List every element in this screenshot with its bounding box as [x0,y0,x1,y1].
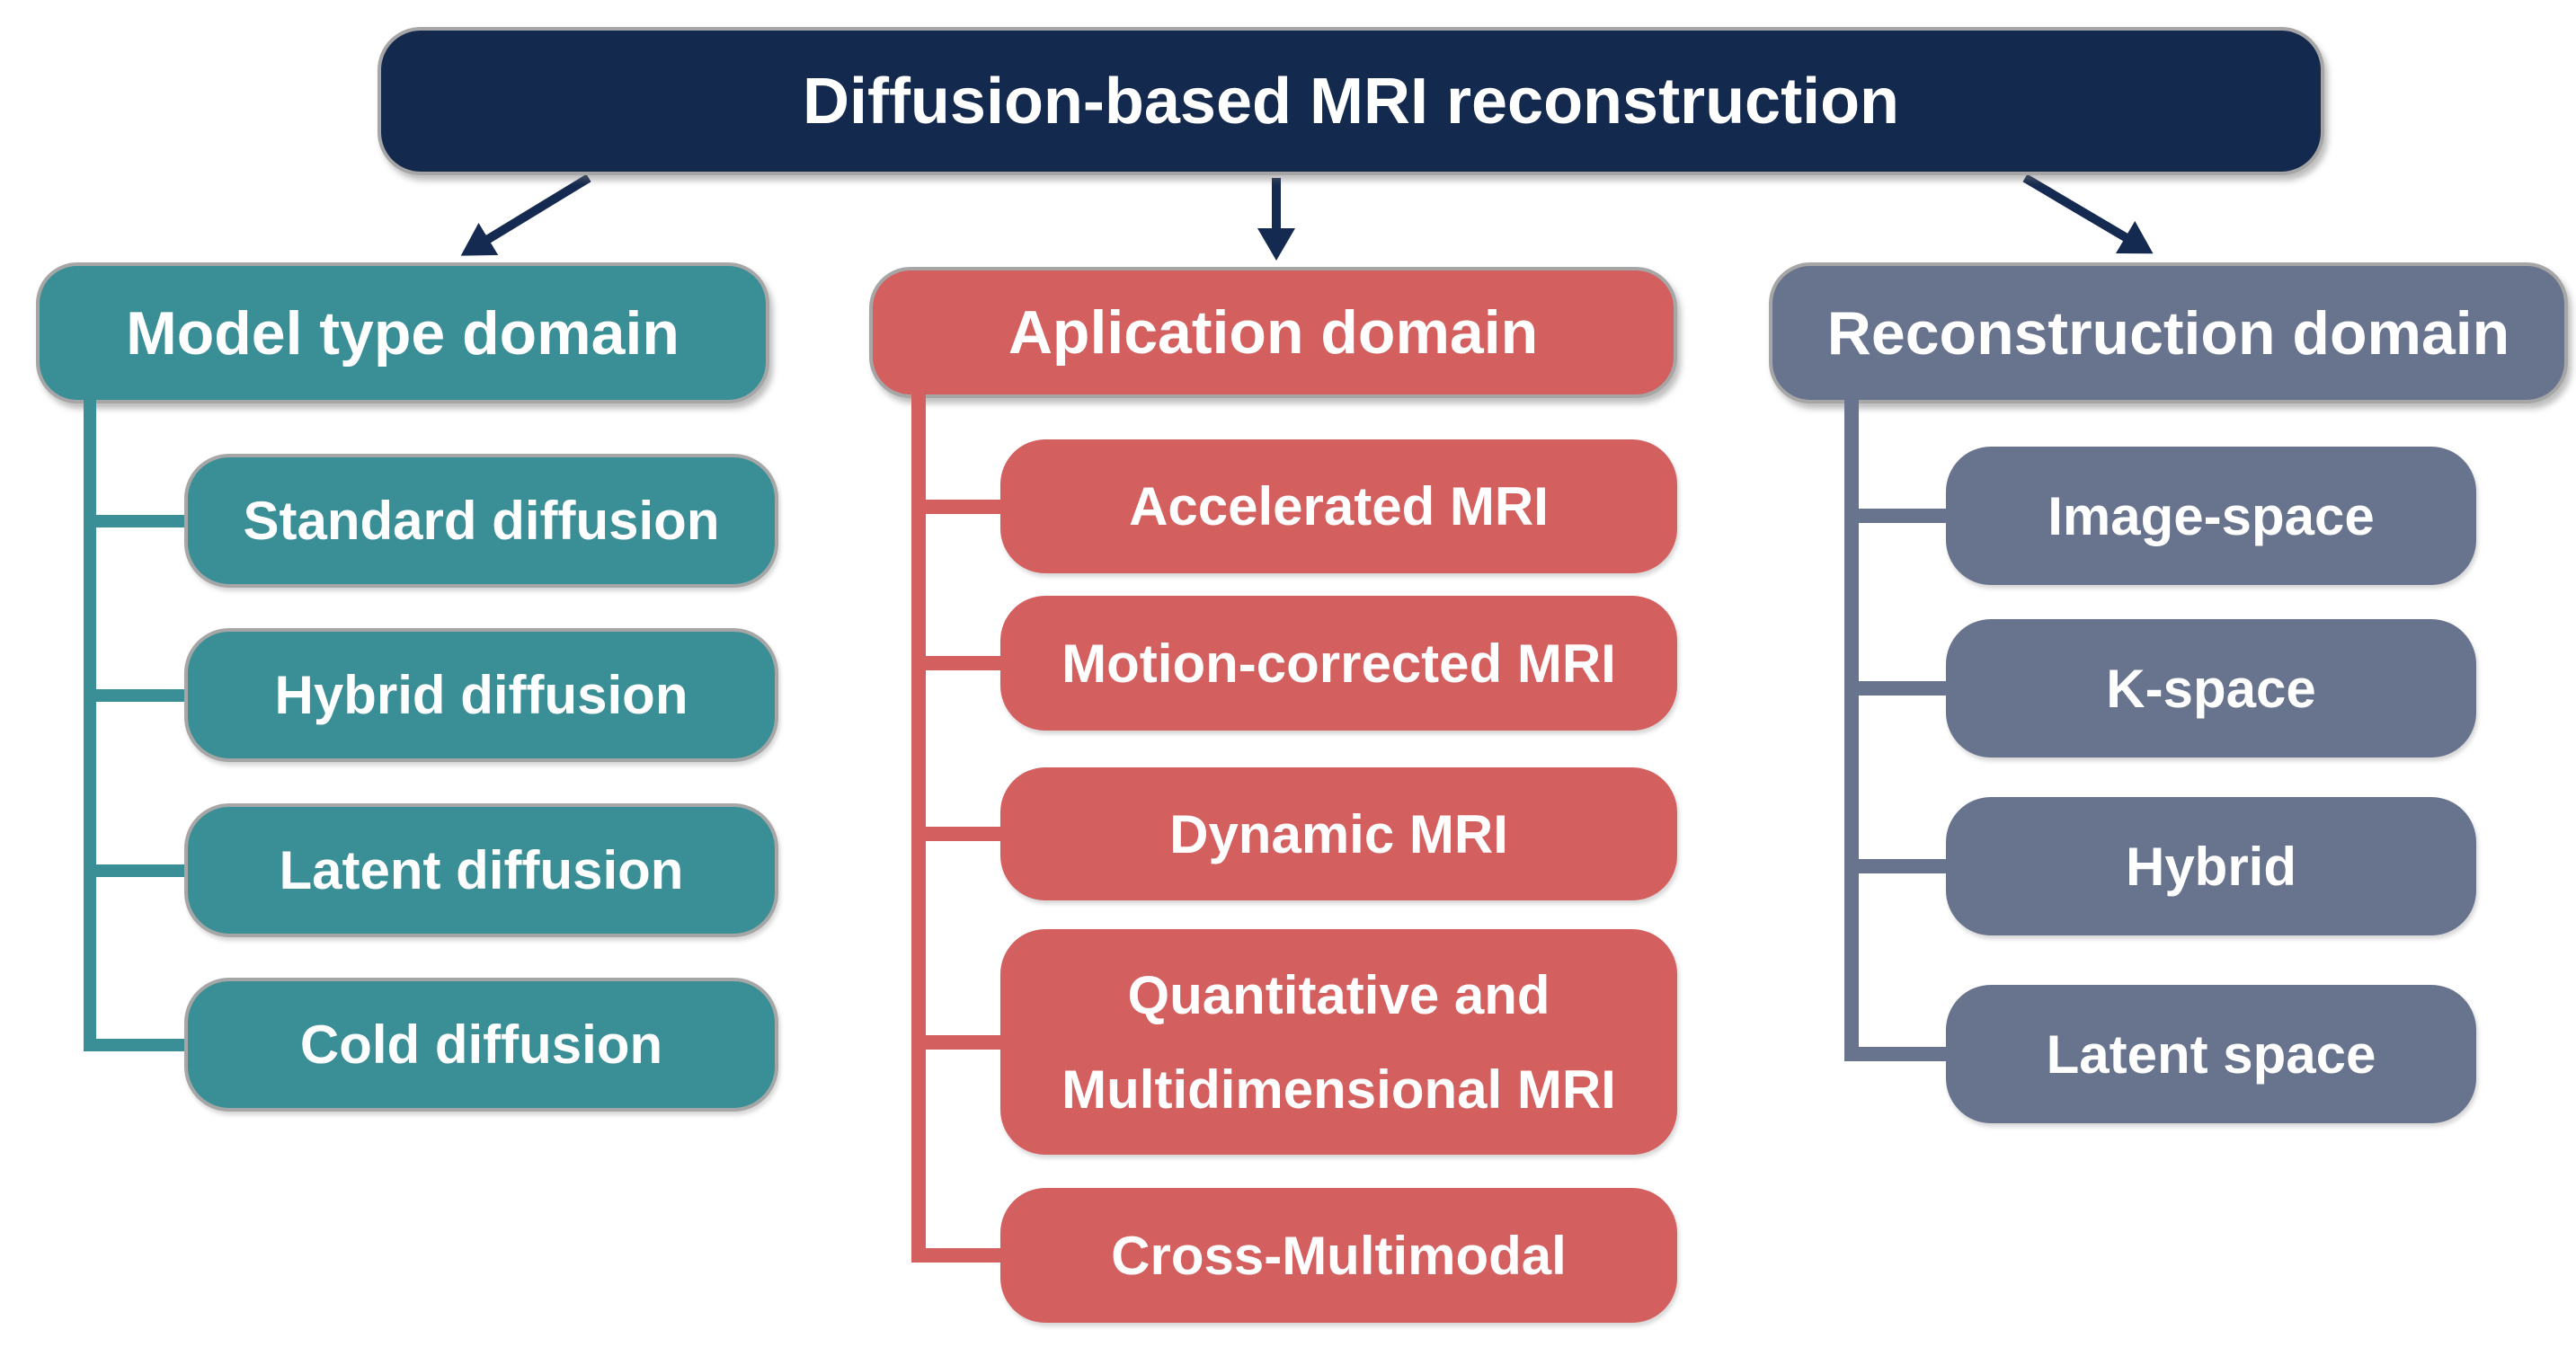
tree-node-application-1: Motion-corrected MRI [1000,596,1677,731]
tree-node-reconstruction-3: Latent space [1946,985,2476,1123]
root-node-title: Diffusion-based MRI reconstruction [378,27,2324,175]
branch-header-reconstruction: Reconstruction domain [1769,262,2568,403]
tree-node-application-4: Cross-Multimodal [1000,1188,1677,1323]
connector-stub-application-4 [919,1248,1000,1263]
tree-node-model-type-0: Standard diffusion [184,454,778,588]
connector-trunk-reconstruction [1844,398,1859,1061]
tree-node-application-0: Accelerated MRI [1000,439,1677,573]
tree-node-model-type-1: Hybrid diffusion [184,628,778,762]
connector-stub-model-type-2 [90,864,184,877]
arrow-to-model-type-icon [460,173,591,256]
connector-stub-application-1 [919,656,1000,670]
connector-stub-reconstruction-0 [1852,509,1946,523]
connector-trunk-model-type [84,398,96,1051]
connector-stub-reconstruction-2 [1852,859,1946,873]
tree-node-reconstruction-1: K-space [1946,619,2476,758]
tree-node-model-type-2: Latent diffusion [184,803,778,937]
tree-node-reconstruction-2: Hybrid [1946,797,2476,935]
tree-node-application-2: Dynamic MRI [1000,767,1677,900]
connector-stub-application-3 [919,1034,1000,1050]
tree-node-model-type-3: Cold diffusion [184,978,778,1112]
connector-stub-model-type-3 [90,1038,184,1051]
connector-stub-application-0 [919,499,1000,514]
tree-node-reconstruction-0: Image-space [1946,447,2476,585]
connector-stub-reconstruction-3 [1852,1047,1946,1061]
branch-header-application: Aplication domain [869,267,1677,398]
tree-node-application-3: Quantitative and Multidimensional MRI [1000,929,1677,1155]
connector-stub-reconstruction-1 [1852,681,1946,696]
connector-stub-application-2 [919,827,1000,841]
arrow-to-reconstruction-icon [2022,173,2154,254]
connector-stub-model-type-0 [90,514,184,527]
branch-header-model-type: Model type domain [36,262,769,403]
connector-stub-model-type-1 [90,688,184,702]
